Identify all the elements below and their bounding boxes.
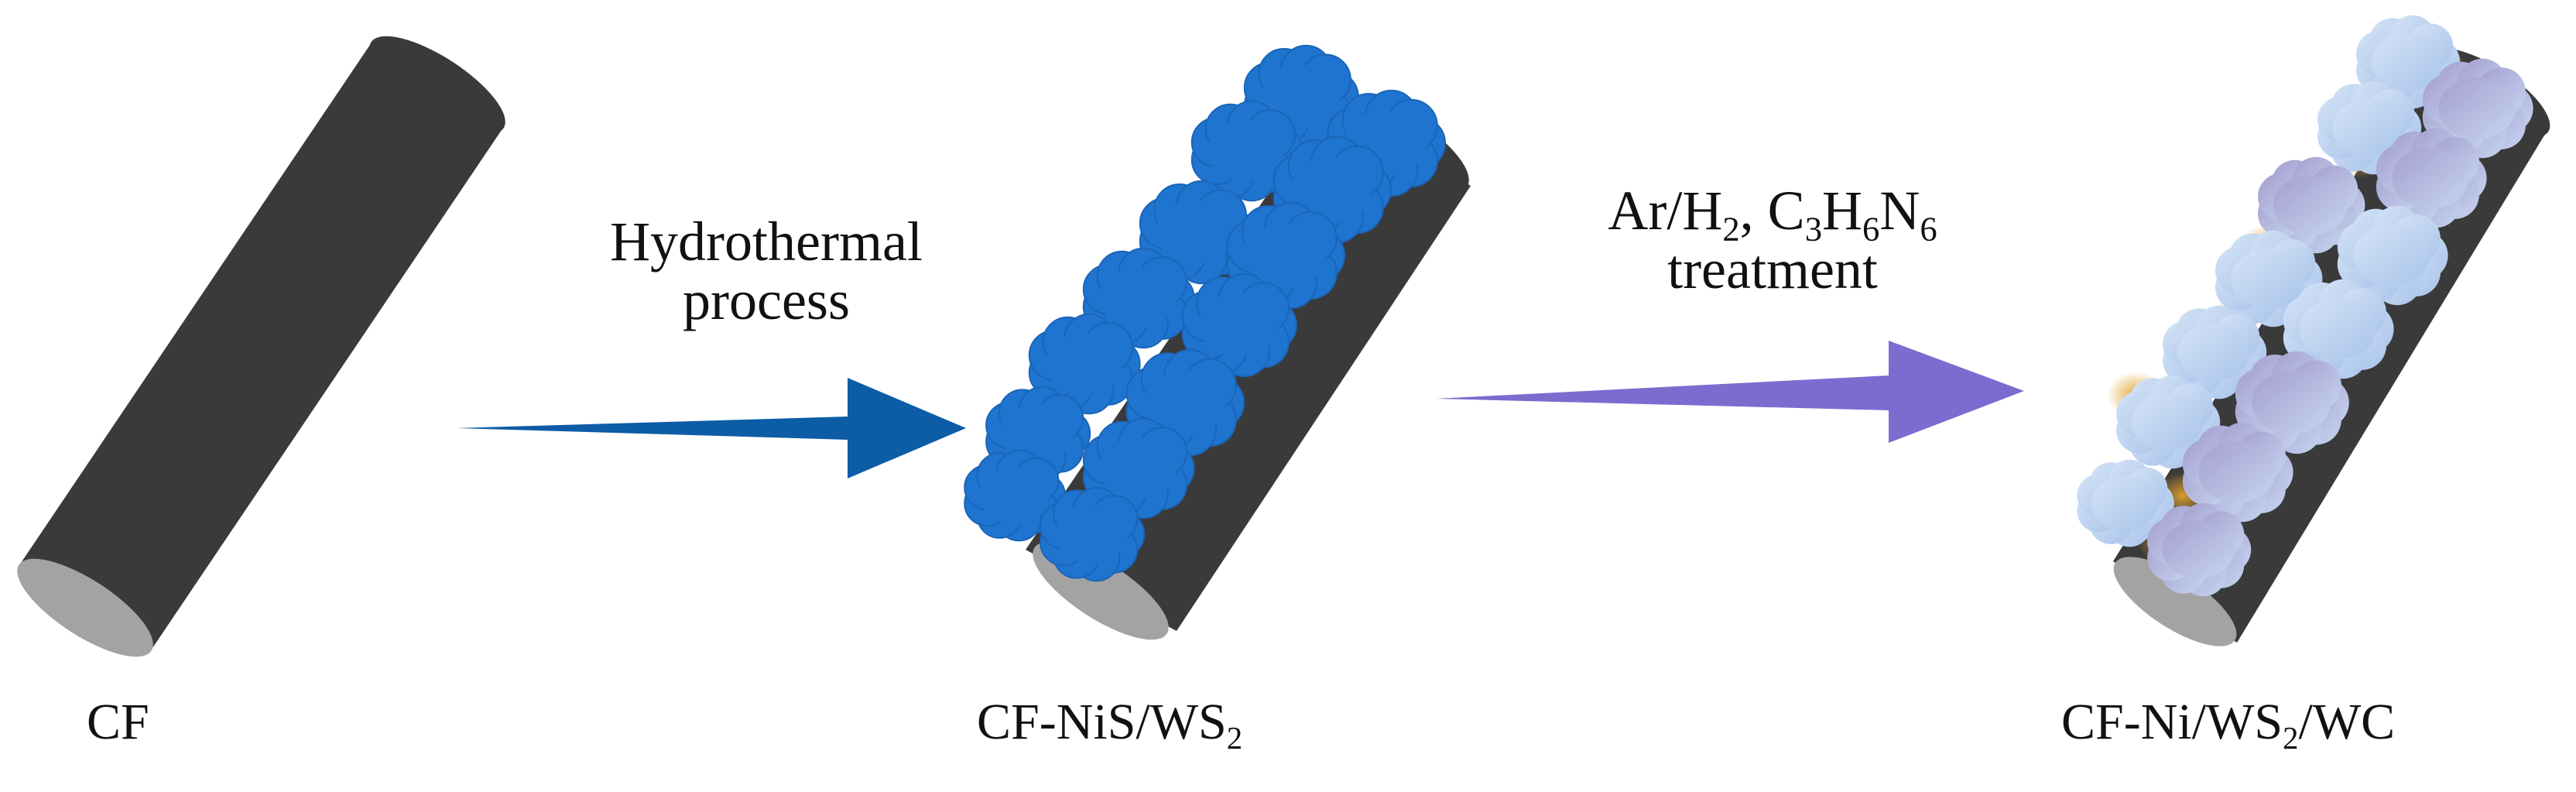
flake-cluster xyxy=(2147,502,2252,597)
step2-caption: Ar/H2, C3H6N6 treatment xyxy=(1533,180,2012,300)
nis-ws2-flakes xyxy=(964,44,1447,582)
arrow-treatment xyxy=(1436,341,2024,443)
flake-cluster xyxy=(2116,375,2221,469)
carbon-fiber-nis-ws2 xyxy=(964,44,1471,640)
fiber-end-face xyxy=(2113,557,2237,646)
step1-caption: Hydrothermal process xyxy=(573,211,960,331)
flake-cluster xyxy=(2163,305,2267,399)
flake-cluster xyxy=(2422,58,2533,159)
arrow-hydrothermal xyxy=(457,378,966,478)
carbon-fiber-ni-ws2-wc xyxy=(2077,15,2550,646)
step1-line2: process xyxy=(683,269,850,331)
step1-line1: Hydrothermal xyxy=(610,211,923,273)
flake-cluster xyxy=(2337,205,2448,306)
flake-cluster xyxy=(1190,100,1303,202)
step2-line2: treatment xyxy=(1667,238,1878,300)
label-cf: CF xyxy=(87,694,149,750)
step2-line1: Ar/H2, C3H6N6 xyxy=(1608,180,1937,249)
flake-cluster xyxy=(1040,486,1146,582)
fiber-body xyxy=(19,43,503,650)
flake-cluster xyxy=(2258,156,2365,254)
flake-cluster xyxy=(1082,247,1195,349)
flake-cluster xyxy=(2376,128,2487,228)
flake-cluster xyxy=(2182,422,2293,523)
flake-cluster xyxy=(2215,230,2323,327)
flake-cluster xyxy=(2235,351,2349,454)
flake-cluster xyxy=(964,449,1066,542)
ni-ws2-wc-flakes xyxy=(2077,15,2533,597)
fiber-top-cap xyxy=(369,36,505,135)
label-cf-ni-ws2-wc: CF-Ni/WS2/WC xyxy=(2061,694,2396,756)
label-cf-nis-ws2: CF-NiS/WS2 xyxy=(977,694,1243,756)
carbon-fiber-bare xyxy=(17,36,505,657)
flake-cluster xyxy=(1028,313,1141,415)
fiber-end-face xyxy=(17,558,153,657)
